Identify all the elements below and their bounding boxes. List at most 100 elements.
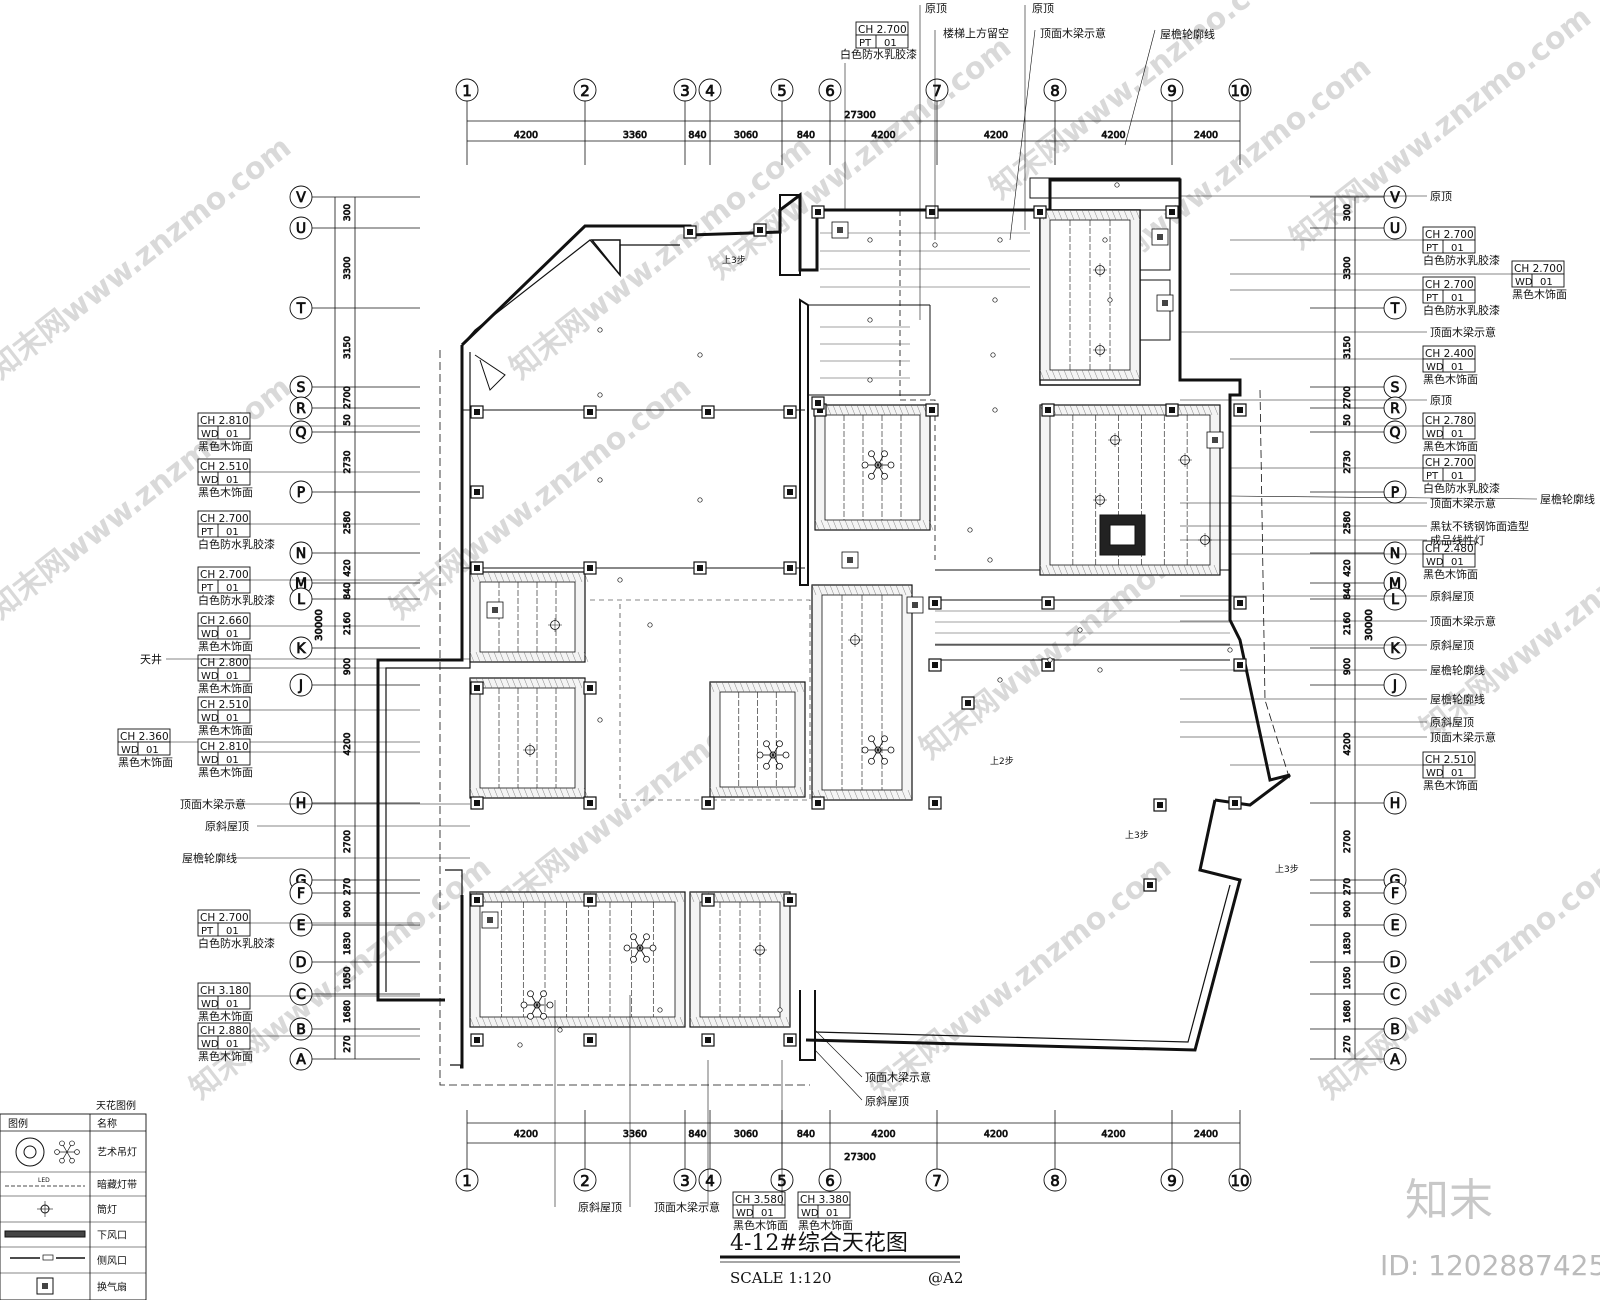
hatch bbox=[505, 1016, 511, 1028]
tag-ceiling-height: CH 2.400 bbox=[1425, 348, 1474, 360]
legend-title: 天花图例 bbox=[96, 1099, 136, 1112]
grid-col-label: 10 bbox=[1230, 1172, 1249, 1190]
tag-row-2 bbox=[197, 579, 251, 594]
hatch bbox=[487, 891, 493, 903]
grid-col-label: 4 bbox=[705, 1172, 715, 1190]
hatch bbox=[1069, 209, 1075, 221]
hatch bbox=[625, 891, 631, 903]
grid-col-label: 2 bbox=[580, 82, 590, 100]
hatch bbox=[553, 787, 559, 799]
ceiling-dot bbox=[557, 1027, 563, 1033]
bottom-annotation: 顶面木梁示意 bbox=[654, 1200, 720, 1214]
tag-material-number: 01 bbox=[826, 1208, 839, 1219]
hatch bbox=[761, 1016, 767, 1028]
column-core bbox=[474, 1037, 480, 1043]
hatch bbox=[1081, 369, 1087, 381]
tag-material-number: 01 bbox=[226, 629, 239, 640]
grid-col-label: 9 bbox=[1167, 1172, 1177, 1190]
tag-material-number: 01 bbox=[226, 926, 239, 937]
hatch bbox=[838, 519, 844, 531]
column-core bbox=[474, 565, 480, 571]
hatch bbox=[553, 571, 559, 583]
hatch bbox=[1111, 369, 1117, 381]
dimension-value: 50 bbox=[343, 414, 353, 426]
chandelier-bulb bbox=[881, 472, 888, 480]
grid-row-label: V bbox=[1390, 190, 1400, 206]
dimension-value: 4200 bbox=[871, 130, 895, 141]
hatch bbox=[1159, 564, 1165, 576]
hatch bbox=[643, 891, 649, 903]
hatch bbox=[631, 1016, 637, 1028]
column-core bbox=[587, 897, 593, 903]
hatch bbox=[679, 891, 685, 903]
ceiling-dot bbox=[990, 352, 996, 358]
tag-material-number: 01 bbox=[226, 713, 239, 724]
chandelier-bulb bbox=[630, 933, 637, 941]
dimension-value: 420 bbox=[1343, 559, 1353, 576]
tag-ceiling-height: CH 2.700 bbox=[1425, 229, 1474, 241]
legend-item-name: 艺术吊灯 bbox=[97, 1147, 137, 1159]
left-annotation: 顶面木梁示意 bbox=[180, 797, 246, 811]
hatch bbox=[922, 519, 928, 531]
grid-row-label: J bbox=[298, 678, 303, 694]
hatch bbox=[1147, 564, 1153, 576]
hatch bbox=[1105, 209, 1111, 221]
hatch bbox=[643, 1016, 649, 1028]
hatch bbox=[701, 1016, 707, 1028]
hatch bbox=[499, 787, 505, 799]
dimension-value: 4200 bbox=[514, 130, 538, 141]
right-annotation: 黑钛不锈钢饰面造型 bbox=[1430, 519, 1529, 533]
hatch bbox=[1123, 404, 1129, 416]
hatch bbox=[607, 1016, 613, 1028]
chandelier-bulb bbox=[887, 461, 895, 469]
hatch bbox=[481, 787, 487, 799]
hatch bbox=[907, 584, 913, 596]
hatch bbox=[547, 787, 553, 799]
hatch bbox=[892, 404, 898, 416]
tag-row-2 bbox=[1422, 553, 1476, 568]
hatch bbox=[493, 677, 499, 689]
hatch bbox=[577, 891, 583, 903]
column-core bbox=[787, 489, 793, 495]
hatch bbox=[787, 681, 793, 693]
tag-row-2 bbox=[1422, 289, 1476, 304]
chandelier-bulb bbox=[540, 990, 547, 998]
dimension-value: 4200 bbox=[871, 1129, 895, 1140]
dimension-value: 840 bbox=[688, 1129, 706, 1140]
hatch bbox=[1117, 369, 1123, 381]
tag-material-desc: 白色防水乳胶漆 bbox=[1423, 303, 1500, 317]
right-annotation: 成品线性灯 bbox=[1430, 533, 1485, 547]
hatch bbox=[1141, 404, 1147, 416]
hatch bbox=[1099, 209, 1105, 221]
hatch bbox=[619, 1016, 625, 1028]
hatch bbox=[469, 787, 475, 799]
hatch bbox=[1051, 564, 1057, 576]
hatch bbox=[904, 519, 910, 531]
hatch bbox=[649, 1016, 655, 1028]
column-core bbox=[587, 1037, 593, 1043]
hatch bbox=[487, 787, 493, 799]
hatch bbox=[1135, 564, 1141, 576]
hatch bbox=[499, 891, 505, 903]
tag-material-number: 01 bbox=[1451, 768, 1464, 779]
hatch bbox=[565, 891, 571, 903]
hatch bbox=[715, 681, 721, 693]
hatch bbox=[481, 677, 487, 689]
column-core bbox=[705, 897, 711, 903]
tag-material-desc: 黑色木饰面 bbox=[798, 1218, 853, 1232]
hatch bbox=[745, 786, 751, 798]
hatch bbox=[757, 681, 763, 693]
hatch bbox=[823, 584, 829, 596]
hatch bbox=[695, 1016, 701, 1028]
hatch bbox=[850, 519, 856, 531]
hatch bbox=[1153, 564, 1159, 576]
hatch bbox=[571, 787, 577, 799]
grid-row-label: R bbox=[296, 401, 306, 417]
grid-row-label: G bbox=[296, 873, 307, 889]
tag-material-number: 01 bbox=[226, 999, 239, 1010]
column-core bbox=[697, 565, 703, 571]
dimension-total: 27300 bbox=[844, 1152, 876, 1163]
